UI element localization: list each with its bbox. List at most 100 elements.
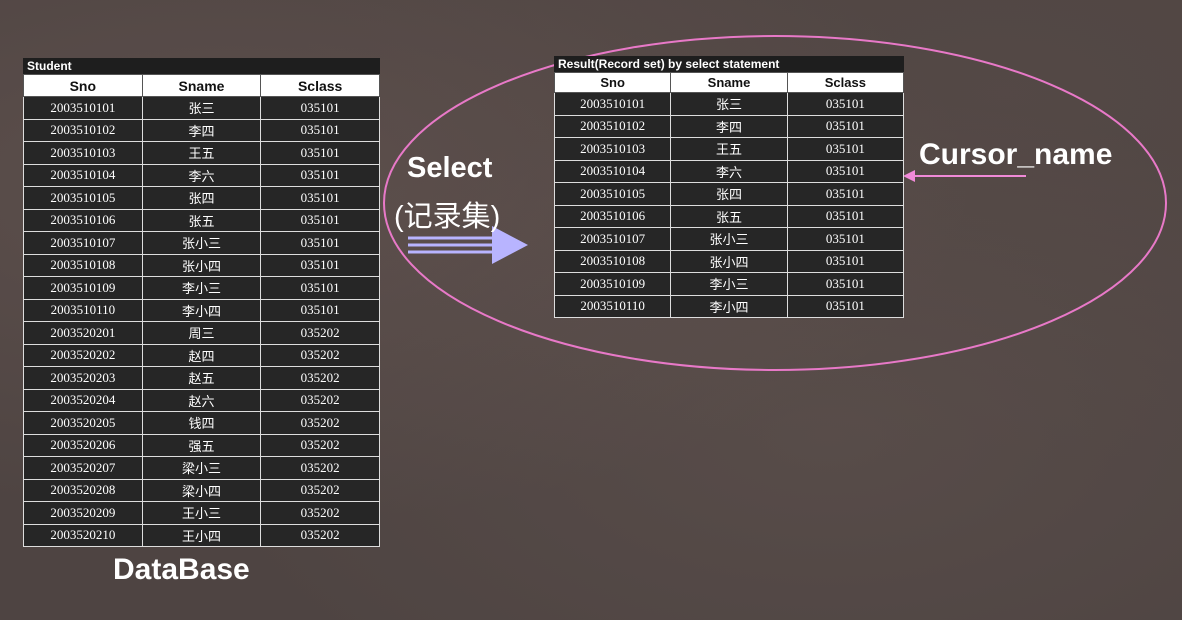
cell-sname: 张三	[670, 92, 788, 116]
cell-sname: 张四	[141, 186, 262, 210]
column-header-sno: Sno	[553, 72, 672, 93]
cell-sclass: 035101	[786, 159, 905, 183]
cell-sno: 2003510103	[553, 137, 672, 161]
cell-sname: 张小三	[670, 227, 788, 251]
recordset-label: (记录集)	[394, 201, 501, 233]
cell-sclass: 035202	[260, 501, 380, 525]
cell-sclass: 035101	[260, 253, 380, 277]
cell-sno: 2003510104	[553, 159, 672, 183]
cell-sno: 2003510108	[553, 249, 672, 273]
cell-sname: 李四	[141, 118, 262, 142]
cell-sclass: 035202	[260, 388, 380, 412]
cell-sclass: 035101	[260, 163, 380, 187]
cell-sname: 周三	[141, 321, 262, 345]
cell-sclass: 035101	[260, 208, 380, 232]
cell-sno: 2003510106	[553, 204, 672, 228]
cell-sno: 2003510102	[23, 118, 143, 142]
cell-sno: 2003520202	[23, 343, 143, 367]
cell-sname: 张五	[141, 208, 262, 232]
cell-sname: 李小四	[141, 298, 262, 322]
cell-sno: 2003510103	[23, 141, 143, 165]
cursor-arrow	[903, 170, 1026, 182]
cell-sname: 李小三	[141, 276, 262, 300]
column-header-sclass: Sclass	[260, 74, 380, 97]
cell-sclass: 035202	[260, 456, 380, 480]
cell-sname: 李小四	[670, 294, 788, 318]
cell-sno: 2003510107	[23, 231, 143, 255]
cell-sname: 王小三	[141, 501, 262, 525]
cell-sno: 2003520204	[23, 388, 143, 412]
cell-sno: 2003520208	[23, 478, 143, 502]
cell-sclass: 035101	[786, 272, 905, 296]
cell-sname: 梁小三	[141, 456, 262, 480]
cell-sname: 赵五	[141, 366, 262, 390]
cell-sname: 李六	[141, 163, 262, 187]
cell-sno: 2003510106	[23, 208, 143, 232]
cell-sno: 2003510101	[23, 96, 143, 120]
cell-sname: 张小三	[141, 231, 262, 255]
cell-sclass: 035101	[786, 204, 905, 228]
cell-sname: 王五	[141, 141, 262, 165]
cell-sname: 梁小四	[141, 478, 262, 502]
select-label: Select	[407, 152, 493, 184]
cell-sname: 王小四	[141, 523, 262, 547]
cell-sclass: 035202	[260, 433, 380, 457]
cell-sname: 李四	[670, 114, 788, 138]
cell-sclass: 035101	[786, 92, 905, 116]
cell-sclass: 035202	[260, 366, 380, 390]
cell-sclass: 035202	[260, 343, 380, 367]
cell-sclass: 035101	[786, 249, 905, 273]
column-header-sname: Sname	[670, 72, 788, 93]
recordset-ellipse	[383, 35, 1167, 371]
cell-sclass: 035101	[260, 118, 380, 142]
cell-sclass: 035202	[260, 321, 380, 345]
cell-sclass: 035101	[260, 96, 380, 120]
cell-sname: 王五	[670, 137, 788, 161]
header-row: Sno Sname Sclass	[553, 72, 905, 93]
cell-sno: 2003520203	[23, 366, 143, 390]
cell-sclass: 035101	[260, 298, 380, 322]
result-table: Result(Record set) by select statement S…	[553, 56, 905, 318]
cell-sno: 2003520205	[23, 411, 143, 435]
cell-sno: 2003510105	[23, 186, 143, 210]
cell-sclass: 035101	[260, 276, 380, 300]
cell-sclass: 035202	[260, 411, 380, 435]
cell-sname: 钱四	[141, 411, 262, 435]
cell-sno: 2003510110	[553, 294, 672, 318]
cell-sclass: 035101	[786, 114, 905, 138]
database-label: DataBase	[113, 553, 250, 586]
cell-sname: 赵六	[141, 388, 262, 412]
cell-sname: 李六	[670, 159, 788, 183]
column-header-sclass: Sclass	[786, 72, 905, 93]
column-header-sno: Sno	[23, 74, 143, 97]
select-arrow	[408, 226, 528, 264]
header-row: Sno Sname Sclass	[23, 74, 380, 97]
cell-sno: 2003520207	[23, 456, 143, 480]
cell-sname: 张小四	[141, 253, 262, 277]
